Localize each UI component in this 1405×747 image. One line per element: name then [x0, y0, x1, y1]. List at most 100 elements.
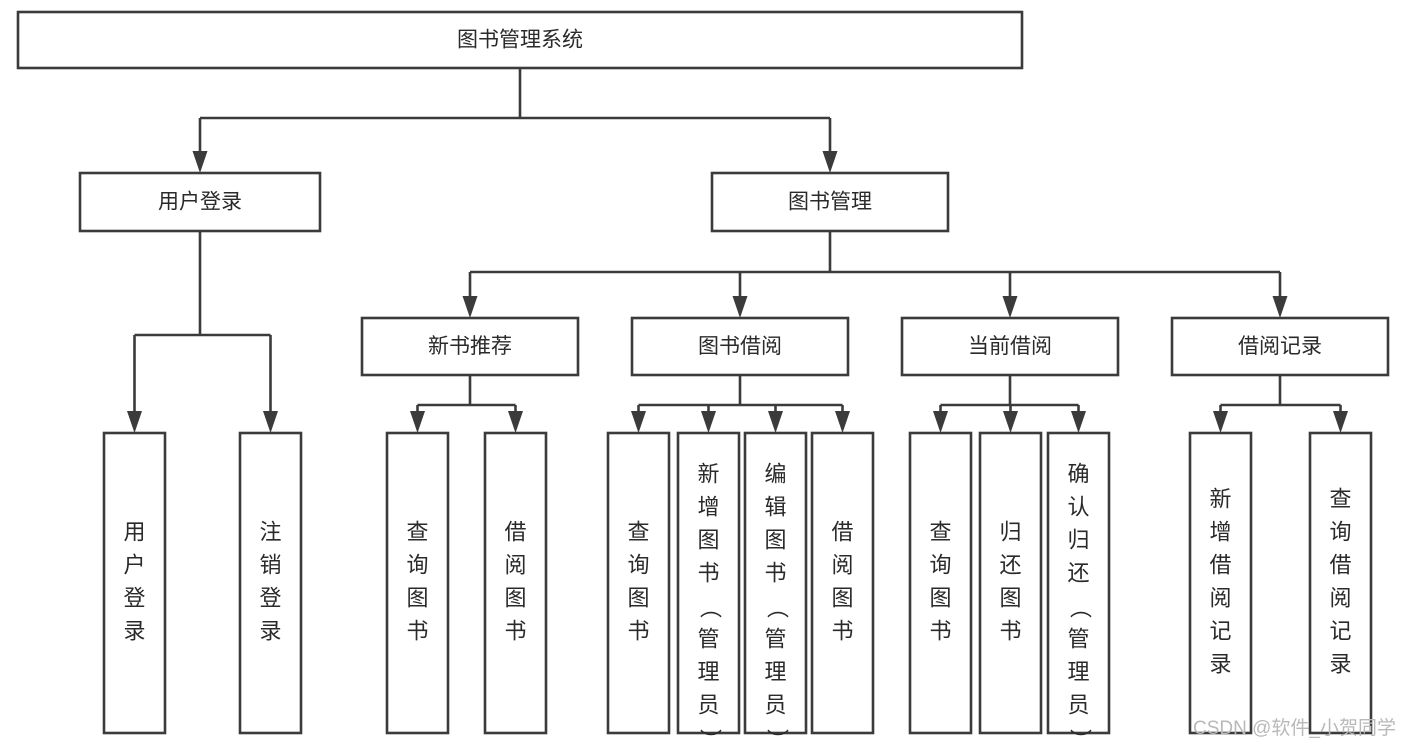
connectors-layer [127, 68, 1348, 433]
node-label-leaf-query-book-2-char-3: 书 [627, 618, 649, 643]
node-box-book-manage[interactable] [710, 171, 950, 233]
node-label-leaf-confirm-return-char-5: 管 [1067, 626, 1089, 651]
arrow-head-icon [933, 411, 948, 433]
node-label-leaf-borrow-book-2-char-3: 书 [831, 618, 853, 643]
node-label-leaf-return-book-char-2: 图 [999, 585, 1021, 610]
node-label-leaf-user-login-char-3: 录 [123, 618, 145, 643]
node-label-leaf-query-record-char-4: 记 [1329, 618, 1351, 643]
node-label-leaf-query-book-1-char-0: 查 [406, 519, 428, 544]
node-box-leaf-add-record[interactable] [1188, 431, 1253, 735]
node-box-leaf-add-book[interactable] [676, 431, 741, 735]
node-box-leaf-query-book-3[interactable] [908, 431, 973, 735]
node-label-leaf-confirm-return-char-6: 理 [1067, 659, 1089, 684]
node-label-user-login: 用户登录 [158, 191, 242, 214]
node-label-leaf-borrow-book-1-char-1: 阅 [504, 552, 526, 577]
arrow-head-icon [462, 296, 478, 318]
node-user-login[interactable]: 用户登录 [78, 171, 322, 233]
arrow-head-icon [835, 411, 850, 433]
node-borrow-record[interactable]: 借阅记录 [1170, 316, 1390, 377]
node-box-leaf-query-book-2[interactable] [606, 431, 671, 735]
node-label-root: 图书管理系统 [457, 29, 583, 52]
node-label-leaf-logout-char-3: 录 [259, 618, 281, 643]
arrow-head-icon [192, 151, 208, 173]
node-label-borrow-record: 借阅记录 [1238, 335, 1322, 358]
node-new-book-recommend[interactable]: 新书推荐 [360, 316, 580, 377]
node-label-leaf-add-book-char-4: （ [698, 596, 723, 618]
node-label-leaf-borrow-book-2-char-0: 借 [831, 519, 853, 544]
node-label-leaf-edit-book-char-7: 员 [764, 692, 786, 717]
node-label-leaf-edit-book-char-5: 管 [764, 626, 786, 651]
arrow-head-icon [1213, 411, 1228, 433]
node-box-leaf-borrow-book-1[interactable] [483, 431, 548, 735]
node-label-leaf-logout-char-0: 注 [259, 519, 281, 544]
node-label-book-borrow: 图书借阅 [698, 335, 782, 358]
node-box-leaf-logout[interactable] [238, 431, 303, 735]
arrow-head-icon [1272, 296, 1288, 318]
node-label-leaf-add-record-char-1: 增 [1209, 519, 1231, 544]
node-label-leaf-add-record-char-0: 新 [1209, 486, 1231, 511]
arrow-head-icon [701, 411, 716, 433]
node-box-leaf-user-login[interactable] [102, 431, 167, 735]
connector-group-book-borrow [631, 375, 850, 433]
node-label-leaf-query-record-char-2: 借 [1329, 552, 1351, 577]
node-label-new-book-recommend: 新书推荐 [428, 335, 512, 358]
node-label-leaf-edit-book-char-3: 书 [764, 560, 786, 585]
node-box-current-borrow[interactable] [900, 316, 1120, 377]
node-label-leaf-borrow-book-1-char-3: 书 [504, 618, 526, 643]
node-label-leaf-query-book-1-char-1: 询 [406, 552, 428, 577]
node-box-root[interactable] [16, 10, 1024, 70]
node-label-leaf-edit-book-char-8: ） [765, 728, 790, 747]
arrow-head-icon [732, 296, 748, 318]
connector-group-root [192, 68, 838, 173]
node-label-leaf-query-book-1-char-2: 图 [406, 585, 428, 610]
arrow-head-icon [508, 411, 523, 433]
node-book-manage[interactable]: 图书管理 [710, 171, 950, 233]
node-label-leaf-borrow-book-1-char-2: 图 [504, 585, 526, 610]
arrow-head-icon [1071, 411, 1086, 433]
node-label-leaf-add-record-char-3: 阅 [1209, 585, 1231, 610]
node-leaf-user-login[interactable]: 用户登录 [102, 431, 167, 735]
node-label-leaf-query-book-3-char-3: 书 [929, 618, 951, 643]
arrow-head-icon [1003, 411, 1018, 433]
node-label-leaf-add-book-char-0: 新 [697, 461, 719, 486]
node-label-leaf-confirm-return-char-8: ） [1068, 728, 1093, 747]
arrow-head-icon [1333, 411, 1348, 433]
node-box-leaf-borrow-book-2[interactable] [810, 431, 875, 735]
node-box-leaf-query-book-1[interactable] [385, 431, 450, 735]
node-current-borrow[interactable]: 当前借阅 [900, 316, 1120, 377]
node-box-leaf-query-record[interactable] [1308, 431, 1373, 735]
node-label-leaf-query-record-char-1: 询 [1329, 519, 1351, 544]
node-label-leaf-query-book-2-char-1: 询 [627, 552, 649, 577]
node-label-leaf-user-login-char-2: 登 [123, 585, 145, 610]
node-box-borrow-record[interactable] [1170, 316, 1390, 377]
node-label-leaf-confirm-return-char-1: 认 [1067, 494, 1089, 519]
node-label-leaf-logout-char-2: 登 [259, 585, 281, 610]
node-box-leaf-return-book[interactable] [978, 431, 1043, 735]
node-box-new-book-recommend[interactable] [360, 316, 580, 377]
node-box-book-borrow[interactable] [630, 316, 850, 377]
node-box-leaf-confirm-return[interactable] [1046, 431, 1111, 735]
node-box-leaf-edit-book[interactable] [743, 431, 808, 735]
arrow-head-icon [410, 411, 425, 433]
connector-group-new-book-recommend [410, 375, 523, 433]
node-label-leaf-edit-book-char-0: 编 [764, 461, 786, 486]
node-label-leaf-borrow-book-1-char-0: 借 [504, 519, 526, 544]
node-label-leaf-query-book-3-char-2: 图 [929, 585, 951, 610]
node-label-leaf-query-book-3-char-0: 查 [929, 519, 951, 544]
node-root[interactable]: 图书管理系统 [16, 10, 1024, 70]
node-box-user-login[interactable] [78, 171, 322, 233]
node-book-borrow[interactable]: 图书借阅 [630, 316, 850, 377]
